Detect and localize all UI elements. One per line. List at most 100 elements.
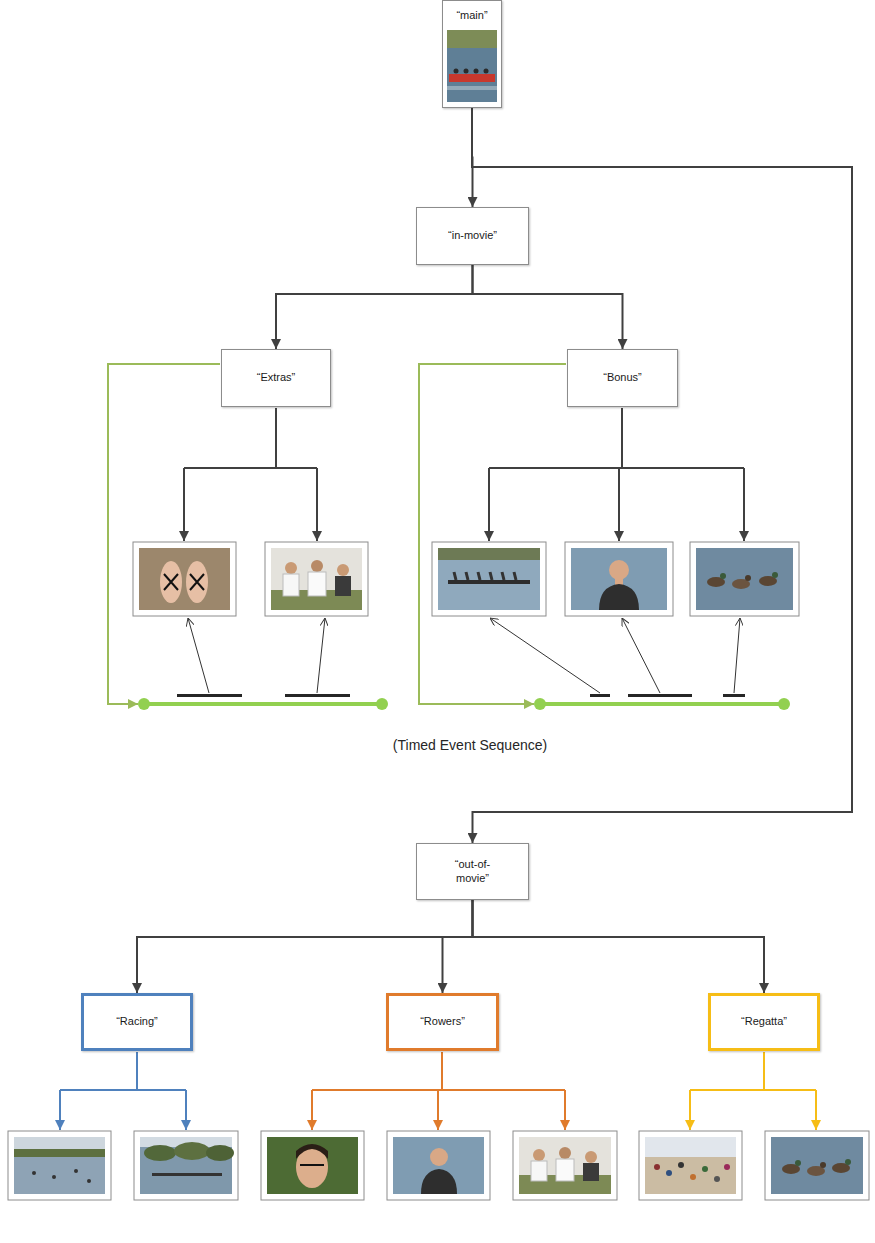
thumbnail-branch [311, 1090, 313, 1130]
photo-thumbnail [765, 1131, 869, 1200]
thumbnail-branch [815, 1090, 817, 1130]
photo-thumbnail [267, 1137, 358, 1194]
photo-thumbnail [645, 1137, 736, 1194]
photo-thumbnail [14, 1137, 105, 1194]
photo-thumbnail [771, 1137, 863, 1194]
photo-thumbnail [438, 548, 540, 610]
photo-thumbnail [387, 1131, 490, 1200]
photo-thumbnail [645, 1137, 736, 1157]
photo-thumbnail [696, 548, 793, 610]
photo-thumbnail [261, 1131, 364, 1200]
photo-thumbnail [8, 1131, 111, 1200]
photo-thumbnail [702, 1166, 708, 1172]
photo-thumbnail [772, 572, 778, 578]
caption-label: (Timed Event Sequence) [391, 737, 549, 753]
photo-thumbnail [533, 1149, 545, 1161]
main-photo [464, 69, 469, 74]
photo-thumbnail [690, 542, 799, 616]
photo-thumbnail [267, 1137, 358, 1194]
timeline-link [419, 364, 566, 704]
photo-thumbnail [765, 1131, 869, 1200]
thumbnail-branch [183, 468, 185, 541]
photo-thumbnail [448, 580, 530, 584]
photo-thumbnail [720, 573, 726, 579]
main-photo [447, 48, 497, 102]
thumbnail-branch [564, 1090, 566, 1130]
thumbnail-branch [763, 1052, 765, 1090]
timed-event-timeline [534, 698, 546, 710]
thumbnail-branch [488, 468, 490, 541]
photo-thumbnail [8, 1131, 111, 1200]
thumbnail-branch [184, 467, 317, 469]
photo-thumbnail [296, 1144, 328, 1159]
photo-thumbnail [724, 1164, 730, 1170]
thumbnail-branch [743, 468, 745, 541]
timed-event-bar [628, 694, 692, 697]
photo-thumbnail [14, 1149, 105, 1157]
thumbnail-branch [275, 408, 277, 468]
stage-box: “main” [442, 0, 502, 108]
thumbnail-branch [312, 1052, 565, 1130]
photo-thumbnail [666, 1170, 672, 1176]
node-label: “Extras” [257, 371, 296, 385]
photo-thumbnail [133, 542, 236, 616]
photo-thumbnail [432, 542, 546, 616]
photo-thumbnail [565, 542, 673, 616]
photo-thumbnail [639, 1131, 742, 1200]
event-pointer [490, 618, 600, 693]
photo-thumbnail [571, 548, 667, 610]
stage-box: “Bonus” [567, 349, 678, 407]
main-photo [449, 74, 495, 82]
photo-thumbnail [585, 1151, 597, 1163]
photo-thumbnail [74, 1169, 78, 1173]
photo-thumbnail [14, 1137, 105, 1149]
photo-thumbnail [745, 575, 751, 581]
timed-event-bar [590, 694, 610, 697]
photo-thumbnail [438, 548, 540, 560]
photo-thumbnail [519, 1137, 611, 1194]
timeline-link [108, 364, 220, 704]
event-pointer [734, 618, 740, 693]
photo-thumbnail [139, 548, 230, 610]
stage-box: “Extras” [221, 349, 331, 407]
stage-box: “out-of-movie” [416, 843, 529, 900]
timed-event-timeline [144, 702, 382, 706]
photo-thumbnail [337, 564, 349, 576]
main-photo [474, 69, 479, 74]
photo-thumbnail [152, 1173, 222, 1176]
photo-thumbnail [140, 1137, 234, 1194]
timed-event-timeline [138, 698, 790, 710]
thumbnail-branch [184, 408, 744, 541]
tree-connector [472, 108, 852, 843]
photo-thumbnail [164, 574, 204, 590]
category-box: “Rowers” [386, 993, 499, 1051]
main-photo [447, 30, 497, 102]
thumbnail-branch [441, 1052, 443, 1090]
photo-thumbnail [335, 576, 351, 596]
photo-thumbnail [271, 548, 362, 610]
photo-thumbnail [771, 1137, 863, 1194]
photo-thumbnail [531, 1161, 547, 1181]
timed-event-bar [285, 694, 350, 697]
photo-thumbnail [265, 542, 368, 616]
photo-thumbnail [571, 548, 667, 610]
photo-thumbnail [311, 560, 323, 572]
photo-thumbnail [645, 1137, 736, 1194]
photo-thumbnail [639, 1131, 742, 1200]
node-label: “Bonus” [603, 371, 642, 385]
photo-thumbnail [308, 572, 326, 596]
photo-thumbnail [513, 1131, 617, 1200]
node-label: “Rowers” [420, 1015, 465, 1029]
photo-thumbnail [285, 562, 297, 574]
photo-thumbnail [134, 1131, 238, 1200]
photo-thumbnail [519, 1137, 611, 1194]
thumbnail-branch [618, 468, 620, 541]
tree-connector [443, 900, 473, 993]
photo-thumbnail [599, 584, 639, 610]
photo-thumbnail [52, 1175, 56, 1179]
node-label: “main” [456, 9, 487, 23]
main-photo [447, 30, 497, 102]
photo-thumbnail [454, 572, 516, 580]
timed-event-timeline [138, 698, 150, 710]
